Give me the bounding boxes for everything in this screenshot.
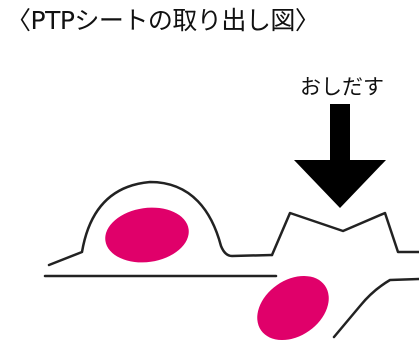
diagram-title: 〈PTPシートの取り出し図〉 (6, 6, 320, 35)
backing-foil-torn (332, 277, 419, 339)
blister-pocket-intact (47, 180, 274, 267)
tablet-in-pocket (105, 207, 189, 263)
push-arrow-icon (294, 104, 386, 208)
tablet-pushed-out (257, 275, 329, 341)
press-label: おしだす (300, 75, 384, 99)
blister-pocket-pressed (270, 211, 419, 257)
